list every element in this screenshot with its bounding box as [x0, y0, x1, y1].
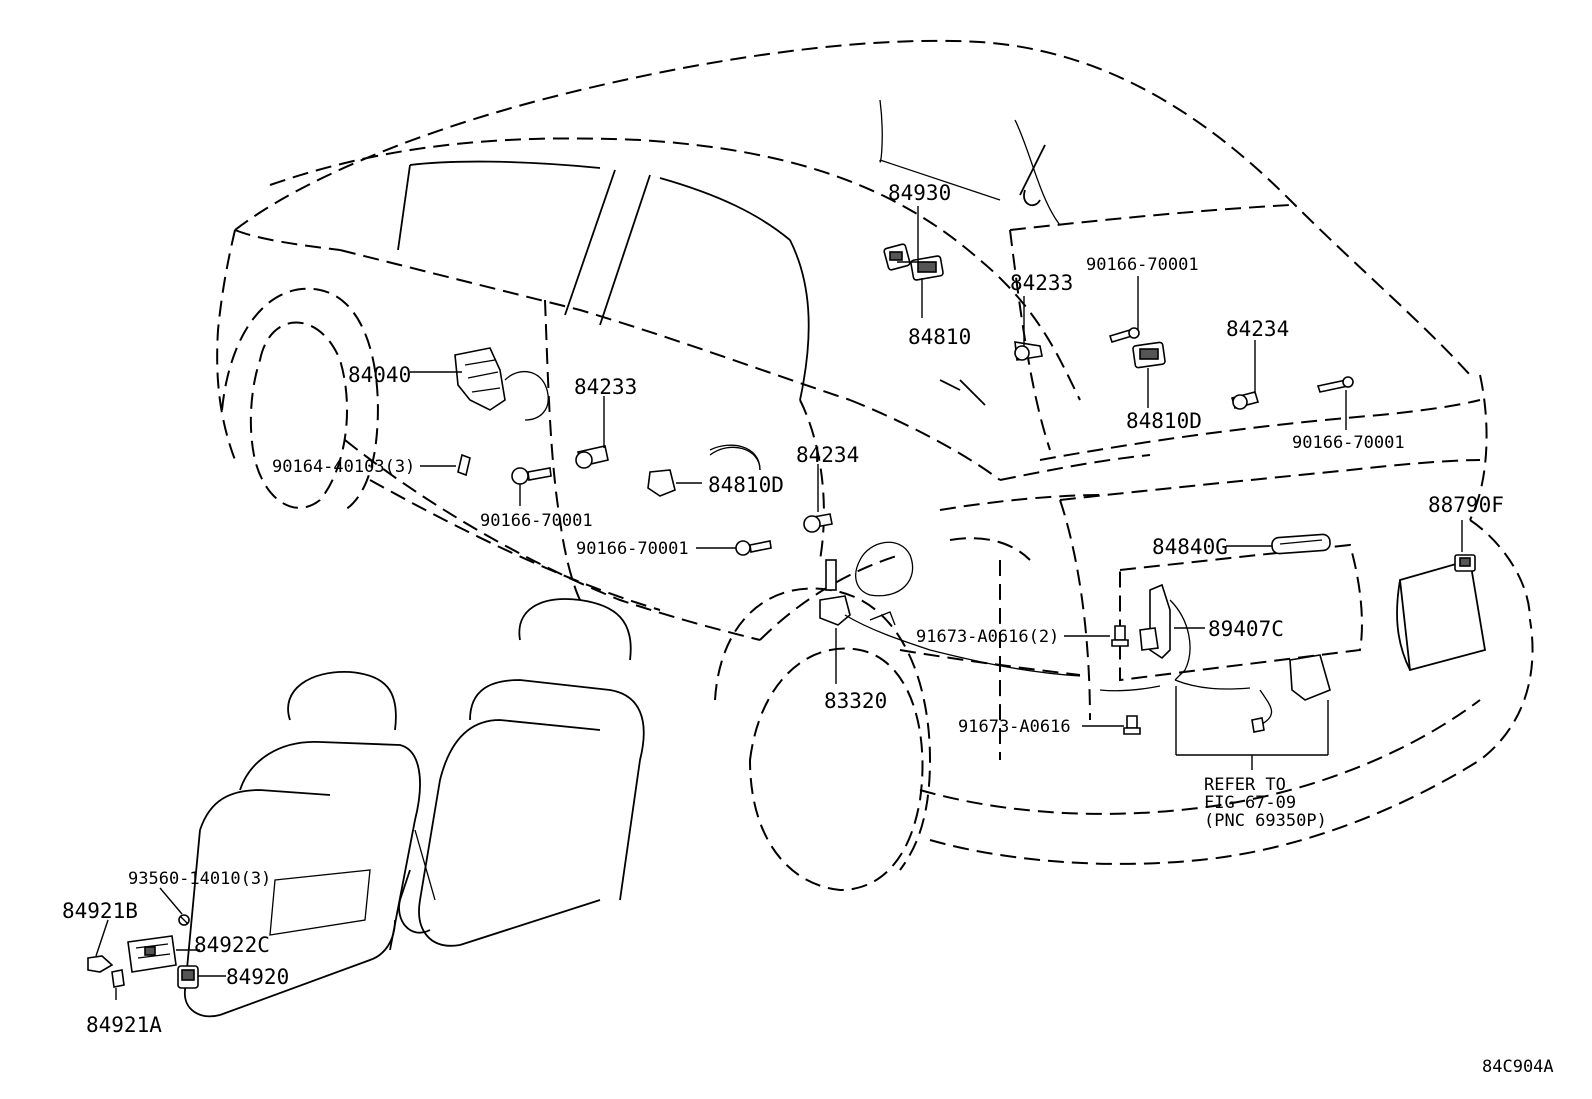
label-refer-line2: FIG 67-09: [1204, 793, 1296, 813]
part-screw-90166-mid: [511, 467, 552, 485]
label-90166-mid: 90166-70001: [480, 511, 593, 531]
part-screw-90166-right: [1316, 376, 1354, 393]
label-91673-A0616-2: 91673-A0616(2): [916, 627, 1059, 647]
label-83320: 83320: [824, 689, 887, 713]
label-91673-A0616: 91673-A0616: [958, 717, 1071, 737]
label-refer-line3: (PNC 69350P): [1204, 811, 1327, 831]
part-83320-fuel-opener: [819, 559, 1081, 677]
diagram-code: 84C904A: [1482, 1057, 1554, 1077]
part-screw-90166-top: [1108, 327, 1140, 343]
part-89407C-harness: [1099, 583, 1331, 733]
part-screw-91673-2: [1111, 625, 1129, 647]
leader-lines: [95, 206, 1463, 1000]
part-84233-mid-socket: [575, 445, 609, 469]
label-88790F: 88790F: [1428, 493, 1504, 517]
seats-drawing: [184, 598, 645, 1018]
label-84921A: 84921A: [86, 1013, 162, 1037]
label-84921B: 84921B: [62, 899, 138, 923]
part-84920-switch: [177, 965, 199, 989]
part-screw-90166-low: [735, 540, 772, 556]
part-84234-mid-socket: [803, 513, 833, 533]
label-84233-top: 84233: [1010, 271, 1073, 295]
part-84234-top-socket: [1230, 391, 1260, 410]
part-84921B-knob: [87, 955, 114, 973]
part-84921A-knob: [111, 969, 125, 988]
label-84810D-mid: 84810D: [708, 473, 784, 497]
label-84234-top: 84234: [1226, 317, 1289, 341]
label-84810: 84810: [908, 325, 971, 349]
part-88790F-lamp: [1454, 554, 1476, 572]
part-screw-93560: [178, 914, 190, 926]
label-84840G: 84840G: [1152, 535, 1228, 559]
part-labels: 84930 84810 84233 90166-70001 84234 8481…: [62, 181, 1554, 1077]
label-refer-line1: REFER TO: [1204, 775, 1286, 795]
label-84234-mid: 84234: [796, 443, 859, 467]
label-90166-top: 90166-70001: [1086, 255, 1199, 275]
part-84922C-switch: [127, 935, 177, 973]
label-84810D-right: 84810D: [1126, 409, 1202, 433]
label-93560: 93560-14010(3): [128, 869, 271, 889]
label-84233-mid: 84233: [574, 375, 637, 399]
label-84920: 84920: [226, 965, 289, 989]
part-84840G-switch: [1271, 533, 1331, 555]
label-84922C: 84922C: [194, 933, 270, 957]
part-84810-switch: [910, 255, 944, 281]
label-90164: 90164-40103(3): [272, 457, 415, 477]
label-84040: 84040: [348, 363, 411, 387]
label-89407C: 89407C: [1208, 617, 1284, 641]
part-screw-91673: [1123, 715, 1141, 735]
label-84930: 84930: [888, 181, 951, 205]
part-84810D-right: [1132, 341, 1166, 369]
label-90166-right: 90166-70001: [1292, 433, 1405, 453]
part-84930-switch: [883, 243, 911, 271]
part-screw-90164: [457, 453, 471, 477]
part-84810D-mid: [647, 446, 761, 497]
part-84233-top-socket: [1014, 341, 1043, 361]
label-90166-low: 90166-70001: [576, 539, 689, 559]
part-84040-door-lock: [454, 347, 549, 421]
